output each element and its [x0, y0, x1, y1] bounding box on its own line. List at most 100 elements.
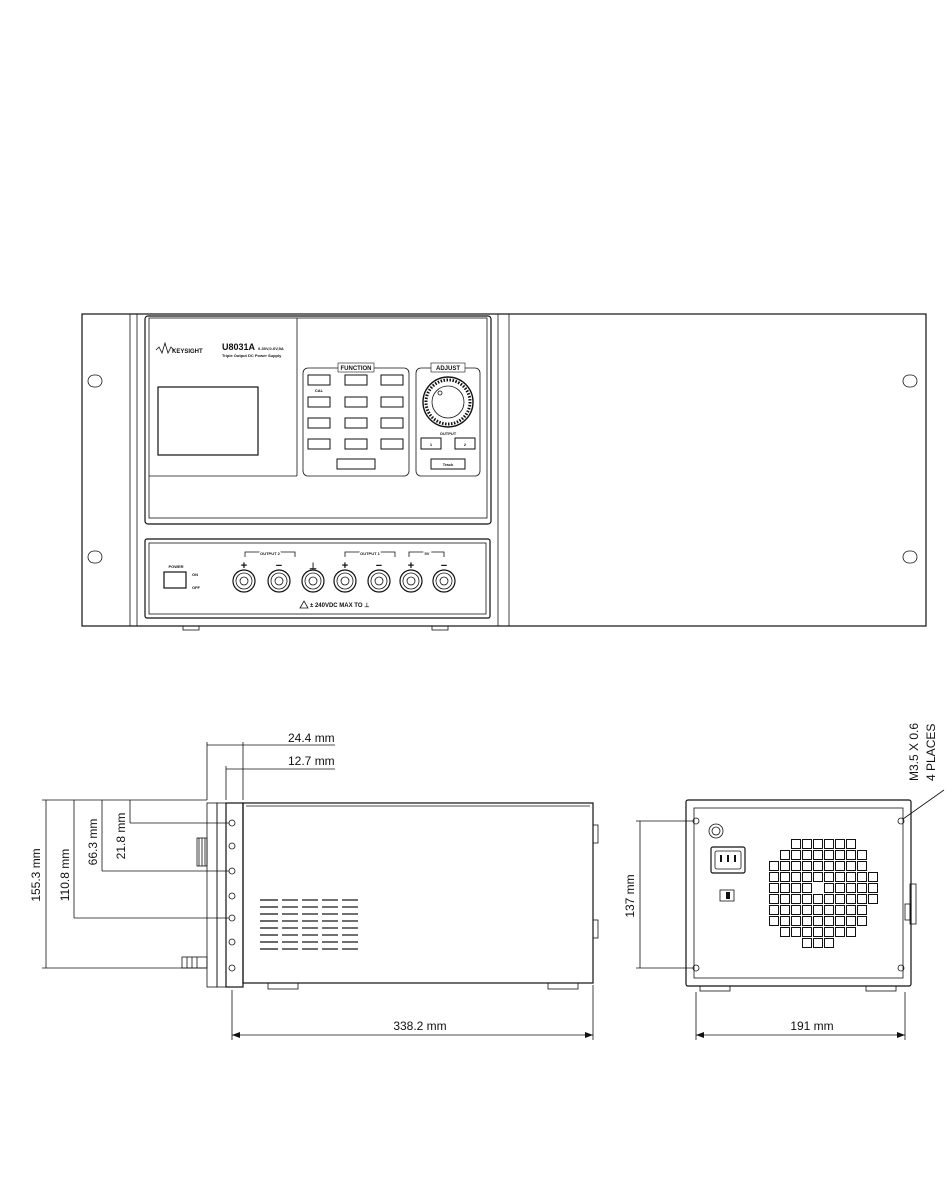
side-top-dimensions [207, 742, 335, 800]
fan-grill-cell [847, 851, 856, 860]
binding-post[interactable]: + [233, 560, 255, 592]
rear-view: 137 mm 191 mm M3.5 X 0.6 4 PLACES [623, 723, 944, 1040]
fan-grill-cell [847, 928, 856, 937]
output-group-label: 5V [425, 551, 430, 556]
fan-grill-cell [836, 873, 845, 882]
function-button[interactable] [308, 397, 330, 407]
fan-grill-cell [869, 873, 878, 882]
fan-grill-cell [803, 928, 812, 937]
fan-grill-cell [858, 895, 867, 904]
fan-grill-cell [825, 862, 834, 871]
function-button[interactable] [381, 418, 403, 428]
output-label: OUTPUT [440, 431, 457, 436]
rack-slot-icon [88, 375, 102, 387]
function-button[interactable] [381, 375, 403, 385]
track-label: Track [443, 462, 454, 467]
fan-grill-cell [869, 895, 878, 904]
dim-height-4: 21.8 mm [114, 813, 128, 860]
dim-depth: 338.2 mm [393, 1019, 446, 1033]
adjust-title: ADJUST [436, 366, 460, 372]
binding-post[interactable]: − [433, 560, 455, 592]
function-button[interactable] [308, 375, 330, 385]
fan-grill [770, 840, 878, 948]
fan-grill-cell [803, 917, 812, 926]
fan-grill-cell [814, 906, 823, 915]
fan-grill-cell [770, 906, 779, 915]
function-button[interactable] [308, 439, 330, 449]
function-button[interactable] [345, 397, 367, 407]
warning-triangle-icon [300, 601, 308, 608]
fan-grill-cell [858, 851, 867, 860]
fan-grill-cell [858, 873, 867, 882]
front-view: KEYSIGHT U8031A 0-30V,0-6V,5A Triple Out… [82, 314, 926, 630]
fan-grill-cell [825, 917, 834, 926]
fan-grill-cell [825, 873, 834, 882]
fan-grill-cell [858, 906, 867, 915]
binding-post[interactable]: + [334, 560, 356, 592]
fan-grill-cell [814, 851, 823, 860]
fan-grill-cell [825, 906, 834, 915]
side-vents [260, 900, 358, 949]
fan-grill-cell [814, 895, 823, 904]
binding-post[interactable]: − [368, 560, 390, 592]
side-terminal [182, 957, 207, 968]
fan-grill-cell [792, 873, 801, 882]
fan-grill-cell [792, 884, 801, 893]
power-switch[interactable] [164, 572, 186, 588]
fan-grill-cell [803, 840, 812, 849]
fan-grill-cell [803, 895, 812, 904]
side-front-panel [207, 803, 217, 987]
binding-post[interactable]: ⊥ [302, 561, 324, 592]
fan-grill-cell [814, 928, 823, 937]
fan-grill-cell [792, 862, 801, 871]
svg-text:+: + [408, 560, 414, 572]
fan-grill-cell [803, 939, 812, 948]
fan-grill-cell [858, 917, 867, 926]
function-button[interactable] [345, 375, 367, 385]
svg-text:+: + [342, 560, 348, 572]
fan-grill-cell [792, 840, 801, 849]
fan-grill-cell [792, 928, 801, 937]
fan-grill-cell [836, 895, 845, 904]
fan-grill-cell [825, 884, 834, 893]
binding-posts: + − ⊥ + − + − [233, 560, 455, 592]
adjust-knob[interactable] [423, 377, 473, 427]
fuse-holder-icon [709, 824, 723, 838]
binding-post[interactable]: + [400, 560, 422, 592]
fan-grill-cell [847, 862, 856, 871]
fan-grill-cell [814, 840, 823, 849]
fan-grill-cell [781, 873, 790, 882]
fan-grill-cell [836, 862, 845, 871]
fan-grill-cell [814, 917, 823, 926]
function-button[interactable] [308, 418, 330, 428]
fan-grill-cell [847, 906, 856, 915]
fan-grill-cell [836, 906, 845, 915]
fan-grill-cell [836, 917, 845, 926]
rack-panel [82, 314, 926, 626]
function-button[interactable] [381, 439, 403, 449]
model-label: U8031A [222, 342, 256, 352]
fan-grill-cell [770, 895, 779, 904]
svg-text:−: − [276, 560, 282, 572]
fan-grill-cell [781, 917, 790, 926]
fan-grill-cell [858, 862, 867, 871]
svg-text:⊥: ⊥ [309, 561, 317, 571]
fan-grill-cell [781, 862, 790, 871]
function-button[interactable] [345, 418, 367, 428]
function-button[interactable] [381, 397, 403, 407]
on-label: ON [192, 572, 198, 577]
fan-grill-cell [869, 884, 878, 893]
fan-grill-cell [781, 928, 790, 937]
function-button[interactable] [337, 459, 375, 469]
function-button[interactable] [345, 439, 367, 449]
spec-label: 0-30V,0-6V,5A [258, 346, 284, 351]
output-group-label: OUTPUT 2 [260, 551, 281, 556]
fan-grill-cell [781, 895, 790, 904]
fan-grill-cell [825, 939, 834, 948]
binding-post[interactable]: − [268, 560, 290, 592]
svg-text:+: + [241, 560, 247, 572]
screw-note-line2: 4 PLACES [924, 724, 938, 781]
fan-grill-cell [803, 862, 812, 871]
dim-height-total: 155.3 mm [29, 848, 43, 901]
